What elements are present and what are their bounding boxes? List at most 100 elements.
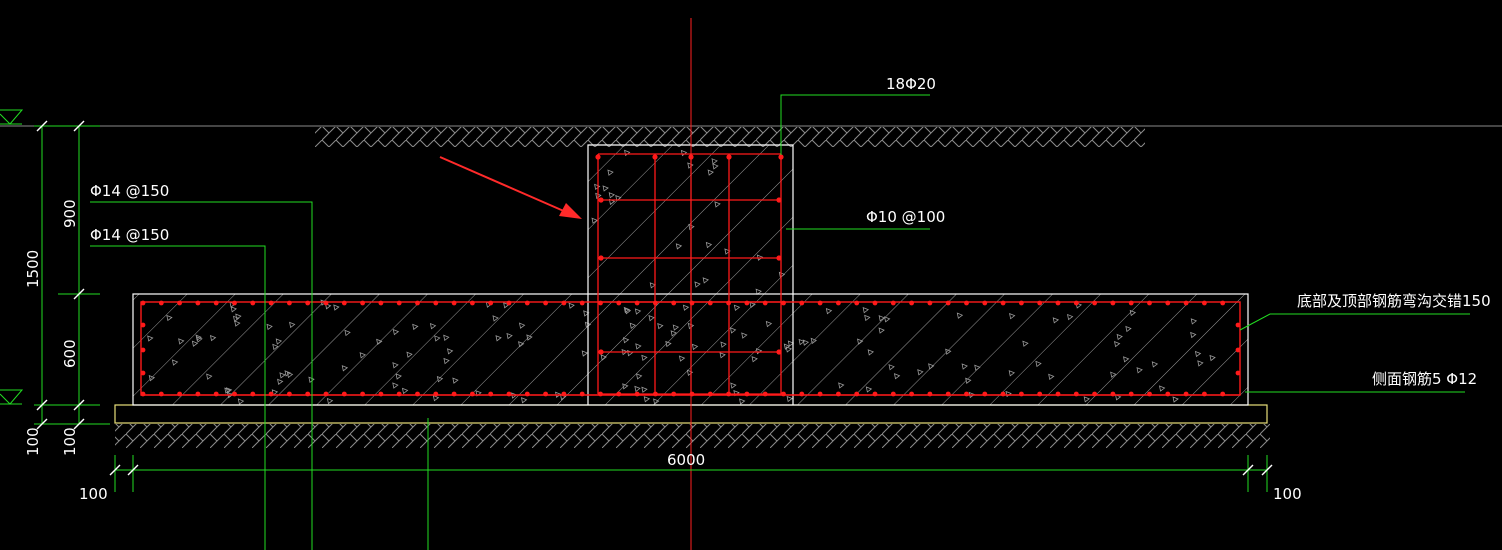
- aggregate-mark: [641, 354, 648, 362]
- aggregate-mark: [608, 192, 616, 199]
- bottom-rebar-dot: [195, 391, 201, 397]
- aggregate-mark: [225, 387, 233, 394]
- aggregate-mark: [395, 373, 402, 380]
- top-rebar-dot: [177, 300, 183, 306]
- aggregate-mark: [739, 398, 746, 405]
- top-rebar-dot: [982, 300, 988, 306]
- aggregate-mark: [1110, 371, 1117, 378]
- aggregate-mark: [1115, 394, 1122, 401]
- leader-lines: [90, 94, 1470, 550]
- aggregate-mark: [682, 304, 690, 311]
- top-rebar-dot: [506, 300, 512, 306]
- top-rebar-dot: [524, 300, 530, 306]
- side-bars-label: 侧面钢筋5 Φ12: [1372, 370, 1477, 388]
- bottom-rebar-dot: [616, 391, 622, 397]
- bottom-rebar-dot: [1092, 391, 1097, 397]
- bottom-rebar-dot: [1202, 391, 1207, 397]
- top-rebar-dot: [616, 300, 622, 306]
- top-rebar-dot: [744, 300, 750, 306]
- aggregate-mark: [341, 365, 349, 372]
- bottom-rebar-dot: [964, 391, 969, 397]
- aggregate-mark: [810, 337, 817, 345]
- aggregate-mark: [798, 338, 805, 346]
- bottom-rebar-dot: [415, 391, 420, 397]
- bottom-rebar-dot: [781, 391, 786, 397]
- column-rebar-dot: [652, 154, 658, 160]
- aggregate-mark: [785, 346, 793, 353]
- aggregate-mark: [635, 343, 642, 350]
- aggregate-mark: [1151, 361, 1159, 368]
- aggregate-mark: [615, 194, 622, 202]
- bottom-rebar-dot: [506, 391, 512, 397]
- top-rebar-dot: [1000, 300, 1006, 306]
- aggregate-mark: [862, 307, 869, 314]
- aggregate-mark: [591, 217, 598, 224]
- aggregate-mark: [196, 336, 203, 343]
- bottom-rebar-dot: [945, 391, 951, 397]
- aggregate-mark: [234, 320, 241, 327]
- bottom-rebar-dot: [982, 391, 988, 397]
- aggregate-mark: [452, 377, 459, 384]
- aggregate-mark: [376, 338, 383, 346]
- top-rebar-dot: [341, 300, 347, 306]
- aggregate-mark: [272, 343, 279, 351]
- aggregate-mark: [1136, 367, 1143, 374]
- aggregate-mark: [653, 398, 660, 405]
- aggregate-mark: [857, 338, 864, 345]
- column-rebar-dot: [598, 349, 604, 355]
- side-rebar-dot: [1235, 370, 1241, 376]
- aggregate-mark: [865, 386, 873, 393]
- top-rebar-dot: [653, 300, 658, 306]
- bottom-rebar-dot: [1037, 391, 1043, 397]
- aggregate-mark: [648, 315, 655, 322]
- aggregate-mark: [1008, 370, 1016, 377]
- aggregate-mark: [602, 185, 609, 192]
- rebar-dots: [140, 154, 1241, 397]
- bottom-rebar-dot: [1110, 391, 1116, 397]
- top-rebar-dot: [689, 300, 695, 306]
- bottom-rebar-dot: [341, 391, 347, 397]
- aggregate-mark: [641, 386, 648, 393]
- column-rebar-dot: [778, 154, 784, 160]
- dim-cushion-left-2: 100: [61, 427, 79, 456]
- aggregate-mark: [1129, 309, 1137, 317]
- aggregate-mark: [277, 378, 284, 386]
- aggregate-mark: [289, 321, 296, 329]
- aggregate-mark: [714, 201, 721, 208]
- aggregate-mark: [867, 349, 875, 356]
- aggregate-mark: [1190, 318, 1198, 325]
- top-rebar-dot: [1055, 300, 1061, 306]
- top-bar-label-2: Φ14 @150: [90, 226, 169, 244]
- bottom-rebar-dot: [323, 391, 329, 397]
- side-rebar-dot: [140, 370, 146, 376]
- aggregate-mark: [751, 356, 758, 363]
- bottom-rebar-dot: [762, 391, 768, 397]
- top-rebar-dot: [781, 300, 786, 306]
- top-rebar-dot: [817, 300, 823, 306]
- aggregate-mark: [443, 334, 450, 341]
- aggregate-mark: [1048, 373, 1055, 381]
- concrete-hatch: [133, 145, 1248, 405]
- top-rebar-dot: [1220, 300, 1226, 306]
- aggregate-mark: [825, 307, 833, 315]
- dim-offset-left: 100: [79, 485, 108, 503]
- side-rebar-dot: [1235, 322, 1241, 328]
- dim-offset-right: 100: [1273, 485, 1302, 503]
- aggregate-mark: [622, 337, 630, 344]
- top-rebar-dot: [543, 300, 548, 306]
- top-rebar-dot: [726, 300, 731, 306]
- aggregate-mark: [624, 307, 632, 315]
- aggregate-mark: [694, 281, 701, 288]
- aggregate-mark: [475, 390, 482, 397]
- aggregate-mark: [581, 350, 589, 357]
- aggregate-mark: [392, 382, 399, 389]
- top-rebar-dot: [287, 300, 292, 306]
- bottom-rebar-dot: [287, 391, 292, 397]
- aggregate-mark: [178, 338, 185, 345]
- aggregate-mark: [492, 315, 499, 322]
- top-rebar-dot: [671, 300, 677, 306]
- aggregate-mark: [266, 323, 273, 331]
- top-rebar-dot: [1147, 300, 1152, 306]
